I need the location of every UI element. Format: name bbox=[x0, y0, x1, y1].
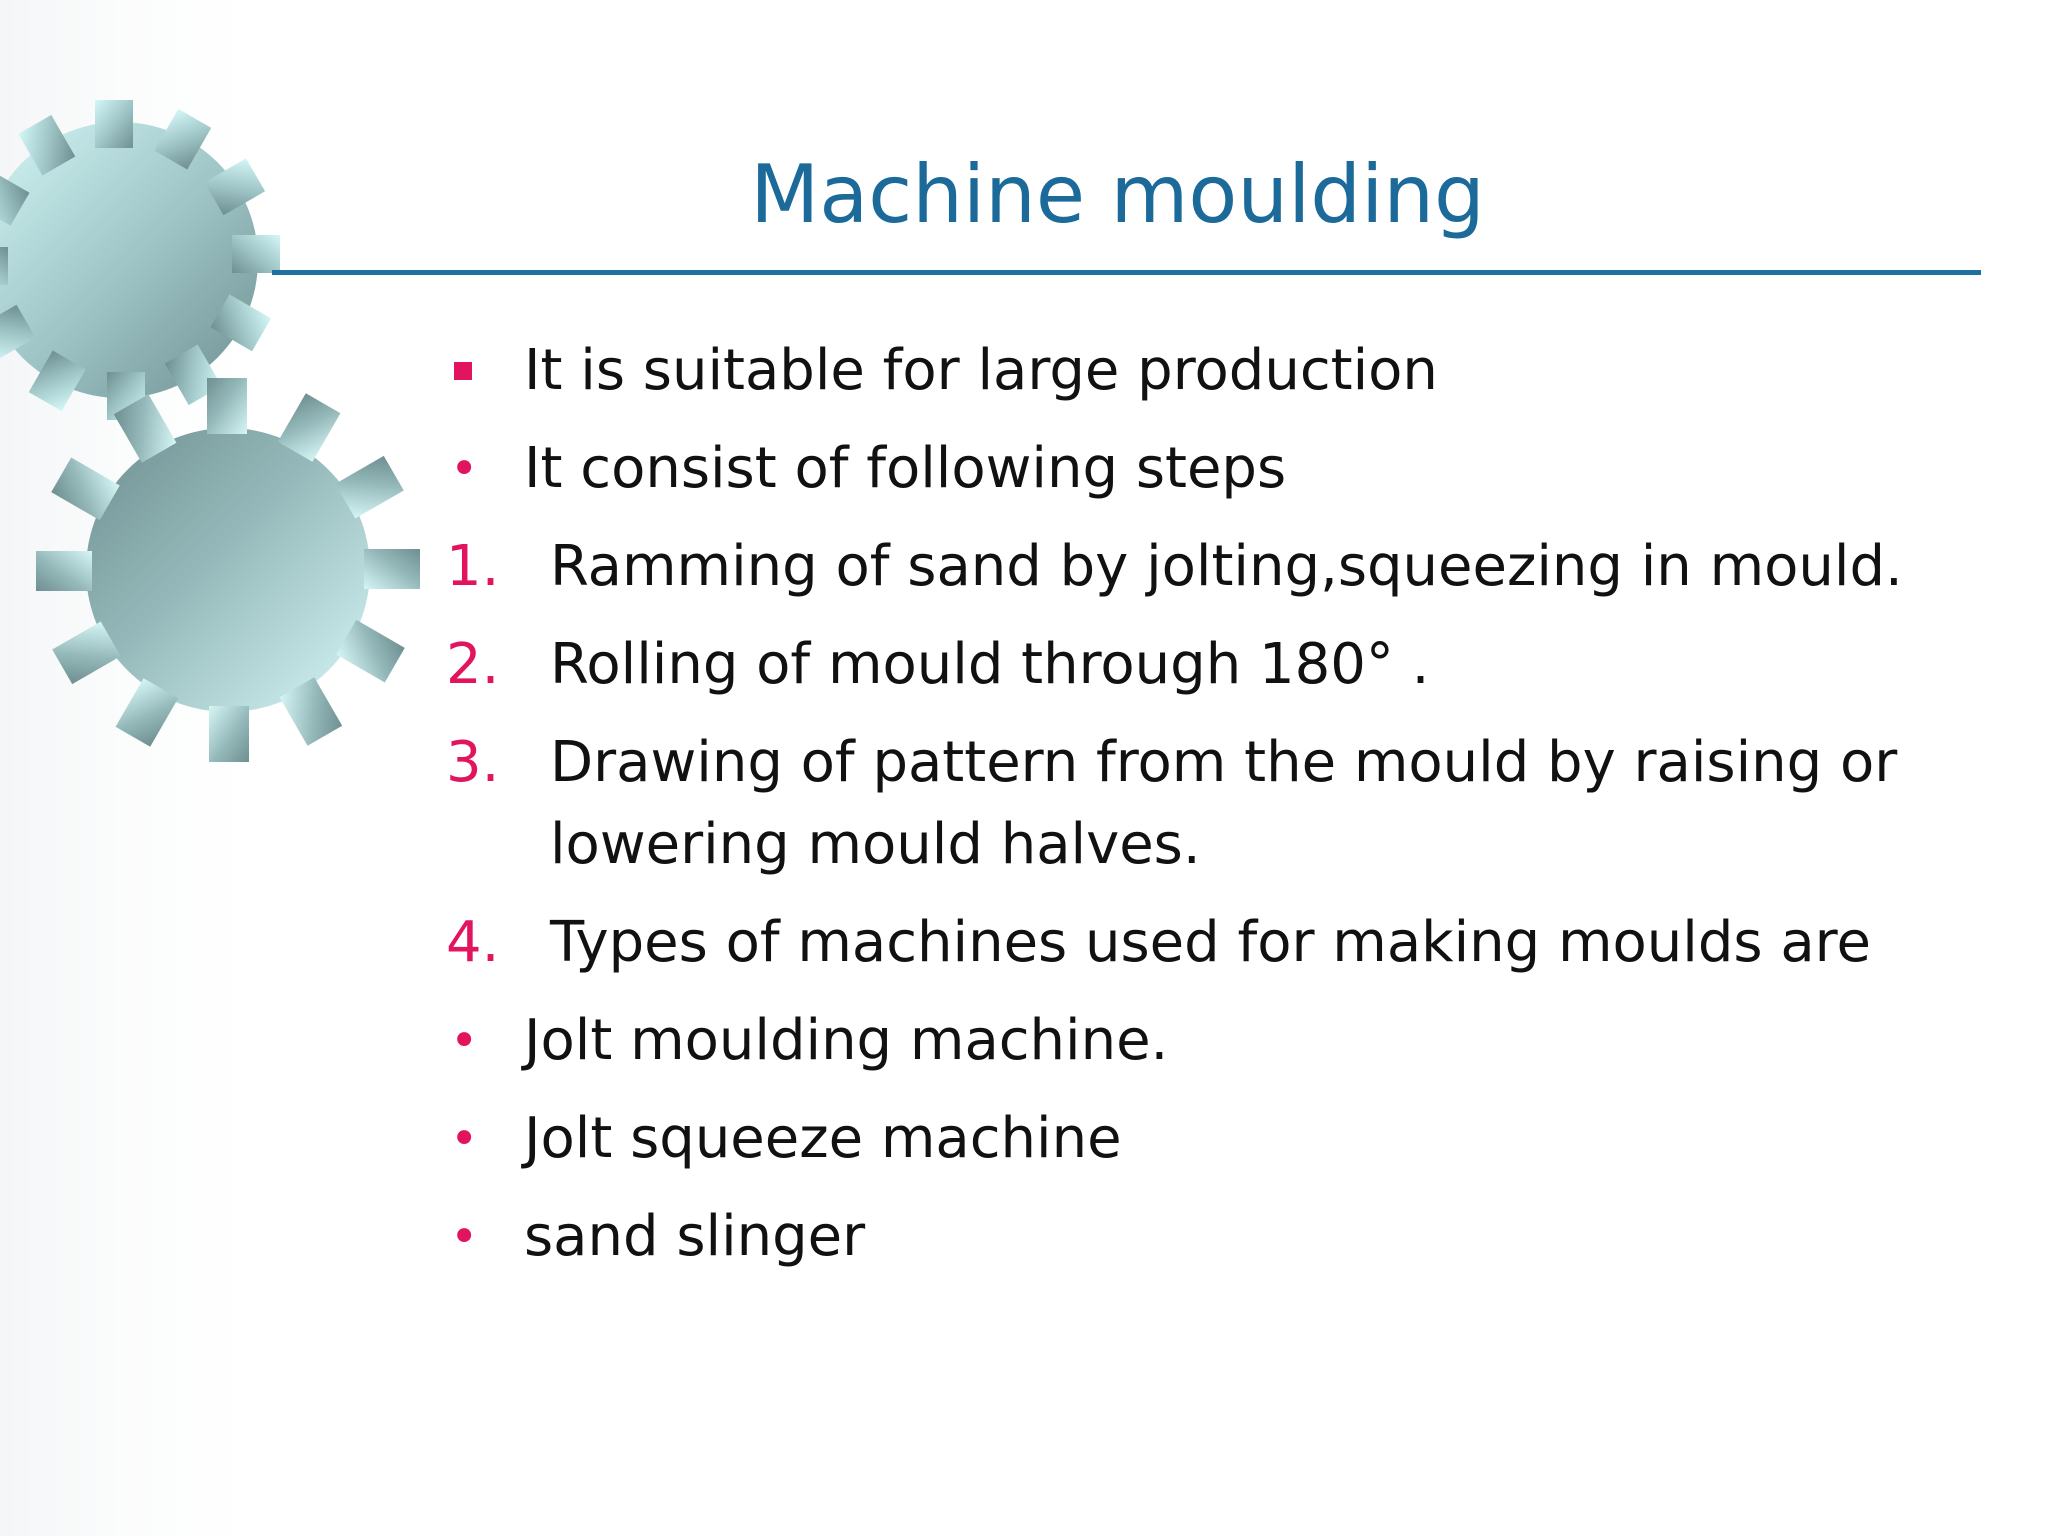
list-item-text: It consist of following steps bbox=[524, 436, 1287, 501]
gear-lower-icon bbox=[36, 378, 420, 762]
list-item: • Jolt moulding machine. bbox=[440, 1000, 2000, 1082]
gears-decoration-icon bbox=[0, 100, 420, 762]
list-number: 2. bbox=[446, 632, 500, 697]
list-item-text: Rolling of mould through 180° . bbox=[550, 632, 1430, 697]
list-item: • Jolt squeeze machine bbox=[440, 1098, 2000, 1180]
title-divider bbox=[272, 270, 1981, 275]
gear-upper-icon bbox=[0, 100, 280, 420]
numbered-item: 1. Ramming of sand by jolting,squeezing … bbox=[440, 526, 2000, 608]
list-number: 3. bbox=[446, 730, 500, 795]
list-number: 1. bbox=[446, 534, 500, 599]
numbered-item: 3. Drawing of pattern from the mould by … bbox=[440, 722, 2000, 886]
bullet-icon: • bbox=[450, 1013, 479, 1069]
slide-body: It is suitable for large production • It… bbox=[440, 330, 2000, 1294]
bullet-icon: • bbox=[450, 441, 479, 497]
numbered-item: 4. Types of machines used for making mou… bbox=[440, 902, 2000, 984]
bullet-icon: • bbox=[450, 1209, 479, 1265]
slide-title: Machine moulding bbox=[750, 148, 1485, 241]
bullet-icon: • bbox=[450, 1111, 479, 1167]
list-item-text: Drawing of pattern from the mould by rai… bbox=[550, 730, 1898, 877]
list-item-text: Jolt moulding machine. bbox=[524, 1008, 1169, 1073]
list-item-text: Jolt squeeze machine bbox=[524, 1106, 1122, 1171]
list-item-text: It is suitable for large production bbox=[524, 338, 1438, 403]
list-item: It is suitable for large production bbox=[440, 330, 2000, 412]
square-bullet-icon bbox=[454, 362, 472, 380]
list-item-text: sand slinger bbox=[524, 1204, 866, 1269]
list-item: • It consist of following steps bbox=[440, 428, 2000, 510]
list-item: • sand slinger bbox=[440, 1196, 2000, 1278]
numbered-item: 2. Rolling of mould through 180° . bbox=[440, 624, 2000, 706]
list-number: 4. bbox=[446, 910, 500, 975]
list-item-text: Ramming of sand by jolting,squeezing in … bbox=[550, 534, 1903, 599]
list-item-text: Types of machines used for making moulds… bbox=[550, 910, 1871, 975]
